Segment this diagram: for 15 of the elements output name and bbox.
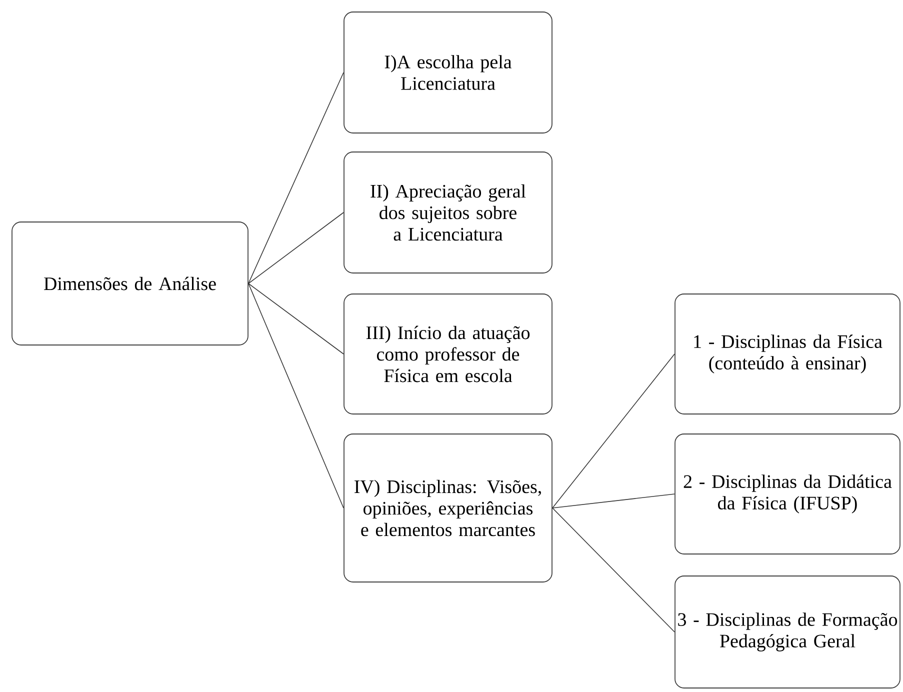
connector-line: [248, 72, 344, 284]
connector-line: [248, 283, 344, 354]
connector-line: [552, 354, 675, 508]
process-box: II) Apreciação geral dos sujeitos sobre a Licenciatura: [344, 152, 552, 274]
process-box: I)A escolha pela Licenciatura: [344, 12, 552, 134]
connector-line: [248, 283, 344, 508]
process-box: 3 - Disciplinas de Formação Pedagógica Geral: [674, 576, 900, 688]
connector-line: [248, 212, 344, 284]
connector-line: [552, 494, 675, 508]
process-box: III) Início da atuação como professor de Física em escola: [344, 294, 552, 414]
connector-line: [552, 508, 675, 632]
process-box: 2 - Disciplinas da Didática da Física (IFUSP): [674, 434, 900, 554]
process-box: Dimensões de Análise: [12, 222, 248, 346]
process-box: 1 - Disciplinas da Física (conteúdo à ensinar): [674, 294, 900, 414]
process-box: IV) Disciplinas: Visões, opiniões, experiências e elementos marcantes: [344, 434, 552, 582]
